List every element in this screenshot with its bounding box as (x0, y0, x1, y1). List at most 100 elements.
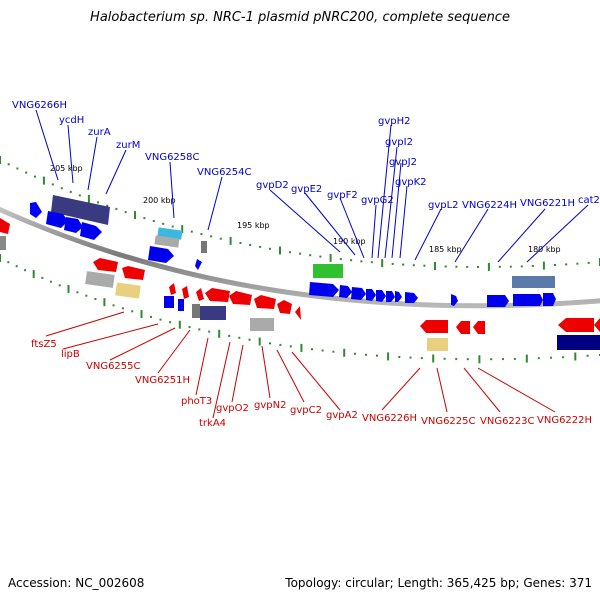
minor-tick (248, 338, 251, 341)
gene-box-green (313, 264, 343, 278)
gene-label: gvpO2 (216, 403, 249, 414)
minor-tick (112, 304, 115, 307)
major-tick (42, 176, 45, 185)
major-tick (387, 352, 390, 361)
minor-tick (398, 356, 401, 358)
gene-box-gray (85, 271, 115, 288)
gene-label: gvpL2 (428, 200, 459, 211)
minor-tick (200, 233, 203, 236)
major-tick (218, 329, 221, 338)
major-tick (178, 320, 181, 329)
major-tick (0, 254, 1, 262)
gene-arrow (46, 211, 68, 228)
gene-label: VNG6266H (12, 100, 67, 111)
gene-arrow (487, 295, 509, 307)
major-tick (343, 348, 346, 357)
gene-arrow (196, 288, 204, 301)
minor-tick (219, 237, 222, 240)
minor-tick (289, 345, 292, 348)
minor-tick (58, 284, 61, 287)
minor-tick (321, 349, 324, 352)
minor-tick (34, 175, 36, 178)
gene-arrow (309, 282, 339, 297)
minor-tick (269, 342, 271, 345)
gene-arrow (339, 285, 352, 298)
gene-label: VNG6254C (197, 167, 252, 178)
minor-tick (249, 244, 252, 246)
scale-label-195: 195 kbp (237, 221, 270, 230)
minor-tick (402, 263, 405, 266)
gene-label: phoT3 (181, 396, 212, 407)
gene-label: VNG6223C (480, 416, 535, 427)
minor-tick (97, 201, 99, 204)
minor-tick (162, 222, 165, 225)
major-tick (87, 194, 90, 203)
minor-tick (466, 265, 469, 268)
minor-tick (319, 255, 322, 258)
minor-tick (354, 352, 356, 355)
gene-box-navy (51, 195, 110, 225)
scale-label-200: 200 kbp (143, 196, 176, 205)
minor-tick (502, 358, 504, 361)
minor-tick (78, 194, 81, 197)
minor-tick (370, 261, 373, 264)
minor-tick (509, 265, 512, 268)
gene-label: gvpK2 (395, 177, 427, 188)
gene-label: VNG6258C (145, 152, 200, 163)
gene-arrow (30, 202, 42, 218)
minor-tick (299, 252, 302, 255)
gene-box-blue-small (164, 296, 174, 308)
gene-arrow (473, 321, 485, 334)
minor-tick (169, 321, 172, 324)
gene-label: lipB (61, 349, 80, 360)
minor-tick (150, 315, 152, 318)
gene-box-navy-right (557, 335, 600, 350)
minor-tick (7, 163, 10, 166)
major-tick (181, 225, 184, 234)
minor-tick (455, 358, 458, 361)
minor-tick (41, 276, 44, 279)
minor-tick (279, 343, 282, 346)
gene-label: gvpD2 (256, 180, 289, 191)
minor-tick (269, 247, 271, 250)
minor-tick (520, 265, 523, 268)
minor-tick (586, 354, 589, 357)
gene-label: gvpN2 (254, 400, 286, 411)
gene-label: VNG6226H (362, 413, 417, 424)
gene-arrow (277, 300, 292, 314)
minor-tick (376, 354, 378, 357)
major-tick (134, 211, 136, 220)
minor-tick (562, 356, 565, 359)
minor-tick (365, 353, 367, 356)
bottom-gene-labels: ftsZ5 lipB VNG6255C VNG6251H phoT3 trkA4… (31, 339, 592, 429)
minor-tick (443, 357, 446, 360)
accession-text: Accession: NC_002608 (8, 576, 145, 590)
minor-tick (121, 307, 124, 310)
gene-box-navy (200, 306, 226, 320)
gene-label: cat2 (578, 195, 600, 206)
gene-box-gray (154, 235, 180, 248)
gene-label: gvpE2 (291, 184, 322, 195)
major-tick (0, 156, 1, 164)
page-title: Halobacterium sp. NRC-1 plasmid pNRC200,… (90, 10, 510, 25)
gene-arrow (451, 294, 458, 306)
minor-tick (115, 207, 118, 210)
major-tick (381, 259, 384, 268)
minor-tick (309, 254, 312, 257)
gene-label: ftsZ5 (31, 339, 57, 350)
major-tick (542, 261, 545, 270)
gene-arrow (594, 318, 600, 332)
major-tick (525, 354, 528, 363)
gene-arrow (386, 291, 395, 302)
minor-tick (171, 225, 174, 228)
gene-label: gvpH2 (378, 116, 411, 127)
minor-tick (423, 264, 426, 267)
minor-tick (391, 262, 394, 265)
gene-arrow (169, 283, 176, 295)
gene-label: zurM (116, 140, 140, 151)
minor-tick (49, 280, 52, 283)
gene-label: gvpA2 (326, 410, 358, 421)
minor-tick (16, 167, 19, 170)
minor-tick (60, 187, 63, 190)
minor-tick (565, 263, 568, 266)
